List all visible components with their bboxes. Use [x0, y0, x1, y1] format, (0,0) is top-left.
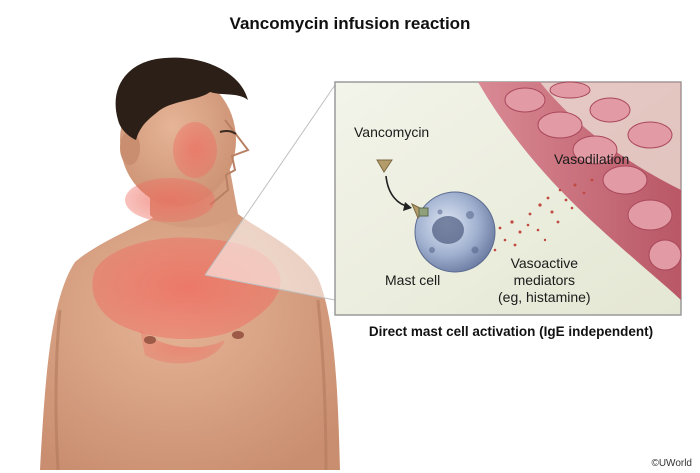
label-vancomycin: Vancomycin — [354, 124, 430, 140]
label-vasoactive-mediators: Vasoactive mediators (eg, histamine) — [498, 255, 591, 306]
mediators-line-3: (eg, histamine) — [498, 289, 591, 305]
copyright-text: ©UWorld — [651, 458, 692, 469]
inset-caption: Direct mast cell activation (IgE indepen… — [368, 324, 654, 339]
mediators-line-1: Vasoactive — [510, 255, 579, 271]
mast-cell — [411, 191, 496, 273]
mediators-line-2: mediators — [513, 272, 576, 288]
figure-title: Vancomycin infusion reaction — [229, 14, 471, 33]
label-vasodilation: Vasodilation — [554, 151, 630, 167]
blood-vessel — [478, 81, 682, 300]
label-mast-cell: Mast cell — [385, 272, 441, 288]
inset-panel — [334, 81, 682, 316]
zoom-callout — [204, 84, 336, 301]
vancomycin-molecule — [376, 159, 412, 211]
